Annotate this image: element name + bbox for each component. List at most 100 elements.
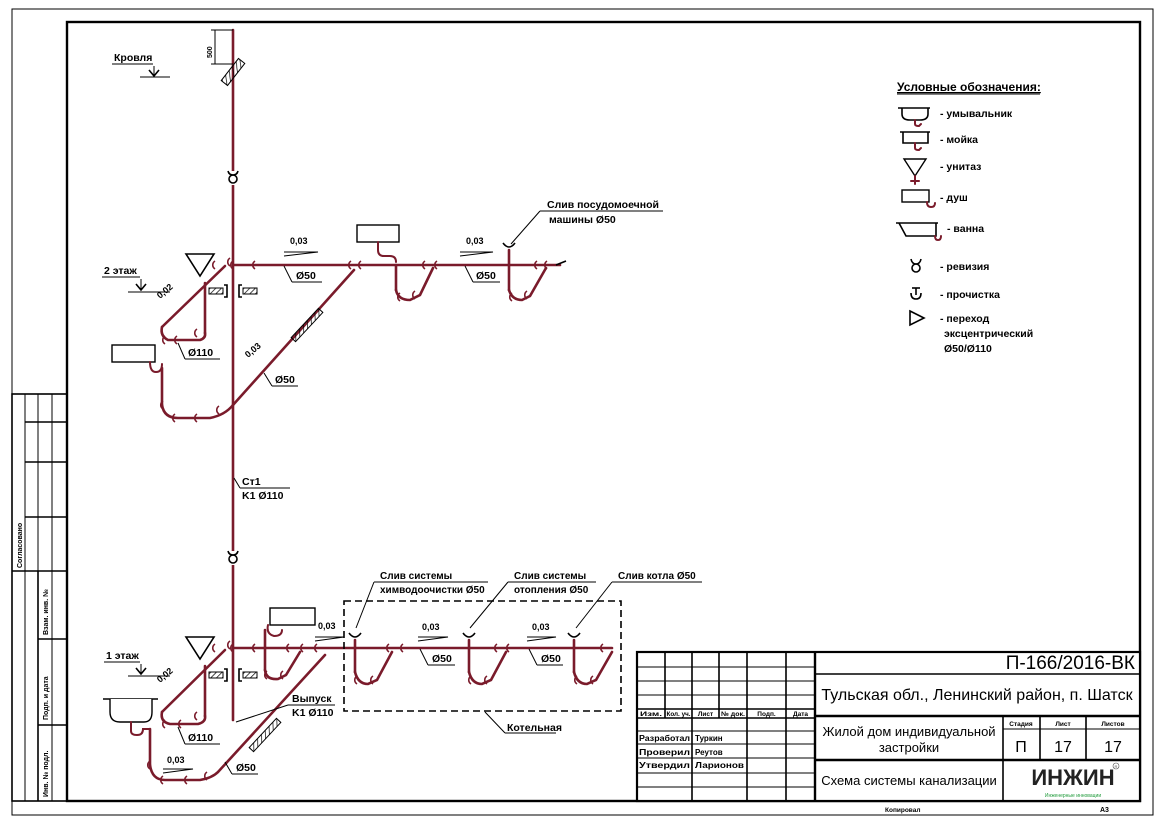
agreed-label: Согласовано: [17, 523, 24, 568]
diameter-label: Ø50: [296, 270, 316, 282]
revision-icon: [227, 170, 239, 185]
slope-label: 0,02: [155, 666, 175, 685]
slope-label: 0,02: [155, 282, 175, 301]
sheet-title: Схема системы канализации: [821, 773, 997, 788]
side-stamp-cell-inventory: Инв. № подл.: [42, 750, 50, 797]
boiler-drain-label: Слив котла Ø50: [618, 571, 696, 582]
header-doc-no: № док.: [721, 711, 745, 718]
header-date: Дата: [793, 711, 808, 718]
boiler-room-boundary: [343, 600, 622, 712]
logo-text: ИНЖИН: [1031, 765, 1114, 790]
riser-st1: 500 Ст1 K1 Ø110: [207, 28, 290, 722]
toilet-icon: [902, 158, 928, 185]
roof-label: Кровля: [114, 52, 152, 64]
diameter-label: Ø50: [275, 374, 295, 386]
vent-height-dimension: 500: [207, 46, 214, 58]
diameter-label: Ø50: [432, 653, 452, 665]
sheet-value: 17: [1054, 739, 1072, 756]
title-block: Изм. Кол. уч. Лист № док. Подп. Дата Раз…: [635, 650, 1142, 814]
toilet-icon: [184, 636, 216, 661]
signature-name: Реутов: [695, 748, 723, 757]
floor-2-system: 2 этаж 0,03: [102, 199, 663, 423]
stage-header: Стадия: [1009, 721, 1033, 728]
header-sheet: Лист: [698, 711, 713, 718]
dishwasher-spec: машины Ø50: [549, 214, 616, 226]
revision-icon: [227, 550, 239, 565]
kitchen-sink-icon: [356, 224, 400, 243]
side-stamp-cell-sign-date: Подп. и дата: [43, 676, 50, 720]
revision-icon: [910, 258, 922, 273]
diameter-label: Ø50: [541, 653, 561, 665]
legend-title: Условные обозначения:: [897, 80, 1041, 94]
washbasin-icon: [898, 107, 930, 128]
sheets-header: Листов: [1101, 721, 1124, 728]
riser-spec: K1 Ø110: [242, 490, 284, 502]
copied-label: Копировал: [885, 807, 920, 814]
kitchen-sink-icon: [269, 607, 316, 626]
logo-tagline: Инженерные инновации: [1045, 793, 1101, 799]
toilet-icon: [184, 253, 216, 278]
sink-icon: [900, 131, 930, 152]
washbasin-icon: [109, 699, 153, 723]
sheets-value: 17: [1104, 739, 1122, 756]
signature-role: Разработал: [639, 734, 690, 743]
stage-value: П: [1015, 739, 1027, 756]
legend-item-label: - умывальник: [940, 108, 1013, 120]
eccentric-reducer-icon: [909, 309, 926, 327]
legend-item-label: - унитаз: [940, 161, 981, 173]
slope-label: 0,03: [290, 236, 308, 246]
logo-registered-mark: R: [1115, 764, 1118, 769]
legend-item-label: - ревизия: [940, 261, 989, 273]
floor-1-system: 1 этаж: [103, 571, 702, 785]
boiler-room-label: Котельная: [507, 722, 562, 734]
legend-item-label: - мойка: [940, 134, 978, 146]
header-change: Изм.: [640, 711, 662, 718]
diameter-label: Ø110: [188, 732, 213, 744]
bathtub-icon: [896, 222, 942, 242]
legend-item-label: - переход: [940, 313, 990, 325]
roof-level-mark: Кровля: [112, 52, 170, 78]
document-code: П-166/2016-ВК: [1006, 653, 1135, 674]
side-stamp-cell-replace: Взам. инв. №: [42, 589, 50, 635]
header-qty: Кол. уч.: [667, 711, 691, 718]
floor1-label: 1 этаж: [106, 650, 139, 662]
legend-item-label: - прочистка: [940, 289, 1000, 301]
diameter-label: Ø50: [476, 270, 496, 282]
object-name-line1: Жилой дом индивидуальной: [822, 724, 995, 739]
slope-label: 0,03: [318, 621, 336, 631]
roof-penetration: [220, 57, 246, 87]
floor2-label: 2 этаж: [104, 265, 137, 277]
riser-name: Ст1: [242, 476, 261, 488]
slope-label: 0,03: [243, 341, 263, 360]
signature-name: Туркин: [695, 734, 723, 743]
slope-label: 0,03: [422, 622, 440, 632]
chem-drain-spec: химводоочистки Ø50: [380, 585, 485, 596]
cleanout-icon: [910, 287, 922, 300]
legend: Условные обозначения: - умывальник - мой…: [896, 80, 1041, 355]
slope-label: 0,03: [167, 755, 185, 765]
outlet-name: Выпуск: [292, 693, 332, 705]
format-label: А3: [1100, 807, 1109, 814]
legend-item-label: - ванна: [947, 223, 984, 235]
diameter-label: Ø110: [188, 347, 213, 359]
chem-drain-label: Слив системы: [380, 571, 452, 582]
diameter-label: Ø50: [236, 762, 256, 774]
signature-role: Утвердил: [639, 761, 690, 770]
signature-name: Ларионов: [695, 761, 744, 770]
heating-drain-label: Слив системы: [514, 571, 586, 582]
header-signature: Подп.: [757, 711, 776, 718]
heating-drain-spec: отопления Ø50: [514, 585, 589, 596]
company-logo: ИНЖИН Инженерные инновации R: [1031, 762, 1120, 799]
shower-icon: [111, 344, 156, 363]
object-name-line2: застройки: [879, 740, 939, 755]
slope-label: 0,03: [466, 236, 484, 246]
legend-item-label: эксцентрический: [944, 328, 1033, 340]
shower-icon: [901, 189, 936, 209]
legend-item-label: Ø50/Ø110: [944, 343, 992, 355]
project-location: Тульская обл., Ленинский район, п. Шатск: [821, 687, 1133, 704]
sheet-header: Лист: [1055, 721, 1070, 728]
legend-item-label: - душ: [940, 192, 968, 204]
side-stamp: Согласовано Взам. инв. № Подп. и дата Ин…: [11, 393, 68, 802]
slope-label: 0,03: [532, 622, 550, 632]
